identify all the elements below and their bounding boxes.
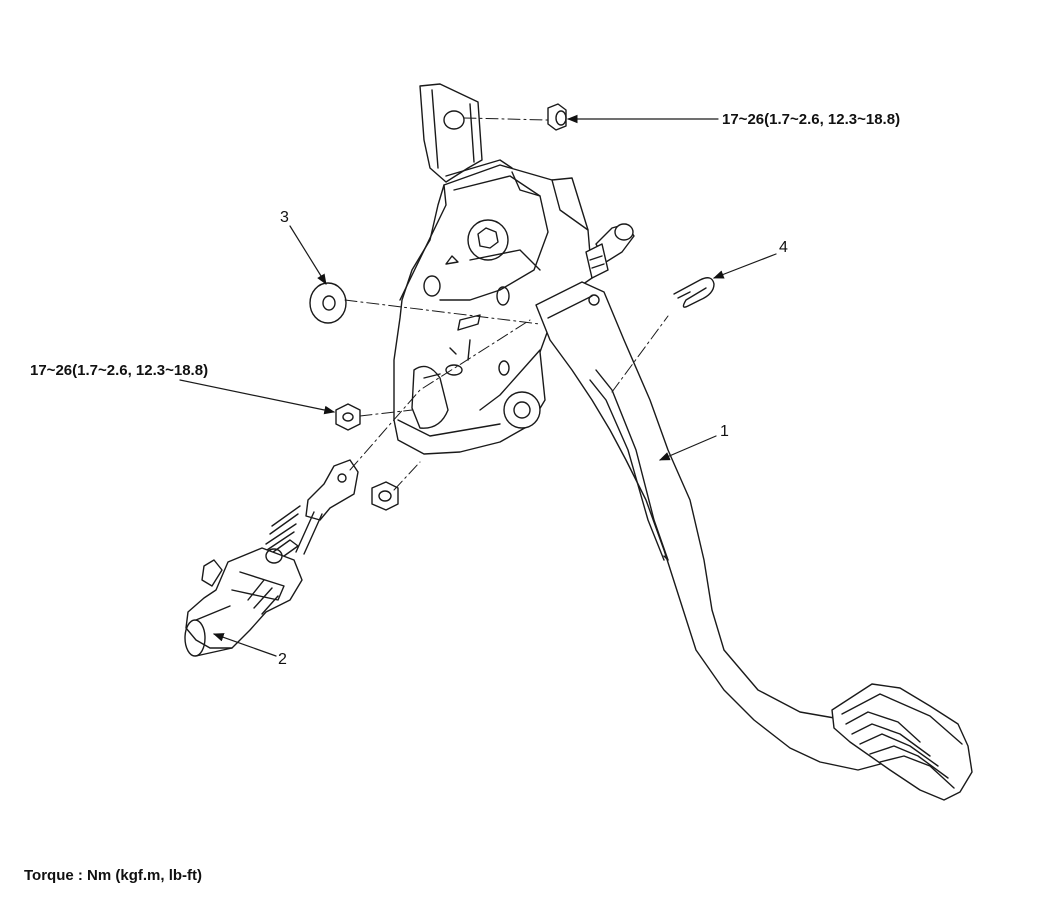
installation-guide-lines — [344, 117, 669, 491]
side-nut — [335, 403, 361, 431]
clutch-pedal-arm — [535, 281, 889, 771]
leader-part-1 — [659, 435, 717, 461]
leader-part-2 — [212, 633, 277, 657]
part-number-3: 3 — [280, 209, 289, 226]
torque-callout-left: 17~26(1.7~2.6, 12.3~18.8) — [30, 362, 209, 379]
pedal-pad — [831, 683, 973, 801]
torque-callout-top: 17~26(1.7~2.6, 12.3~18.8) — [722, 111, 901, 128]
snap-pin — [673, 277, 715, 308]
torque-units-legend: Torque : Nm (kgf.m, lb-ft) — [24, 867, 203, 884]
clutch-master-cylinder — [184, 459, 359, 657]
part-number-1: 1 — [720, 423, 729, 440]
upper-mounting-bracket — [419, 83, 513, 183]
top-nut — [547, 103, 567, 131]
washer — [309, 282, 347, 324]
leader-arrows — [179, 114, 777, 657]
part-number-2: 2 — [278, 651, 287, 668]
leader-part-4 — [712, 253, 777, 279]
leader-left-torque — [179, 379, 336, 415]
part-number-4: 4 — [779, 239, 788, 256]
pedal-bracket — [393, 164, 593, 455]
lower-nut — [371, 481, 399, 511]
pedal-switch — [585, 223, 635, 279]
leader-part-3 — [289, 225, 327, 285]
